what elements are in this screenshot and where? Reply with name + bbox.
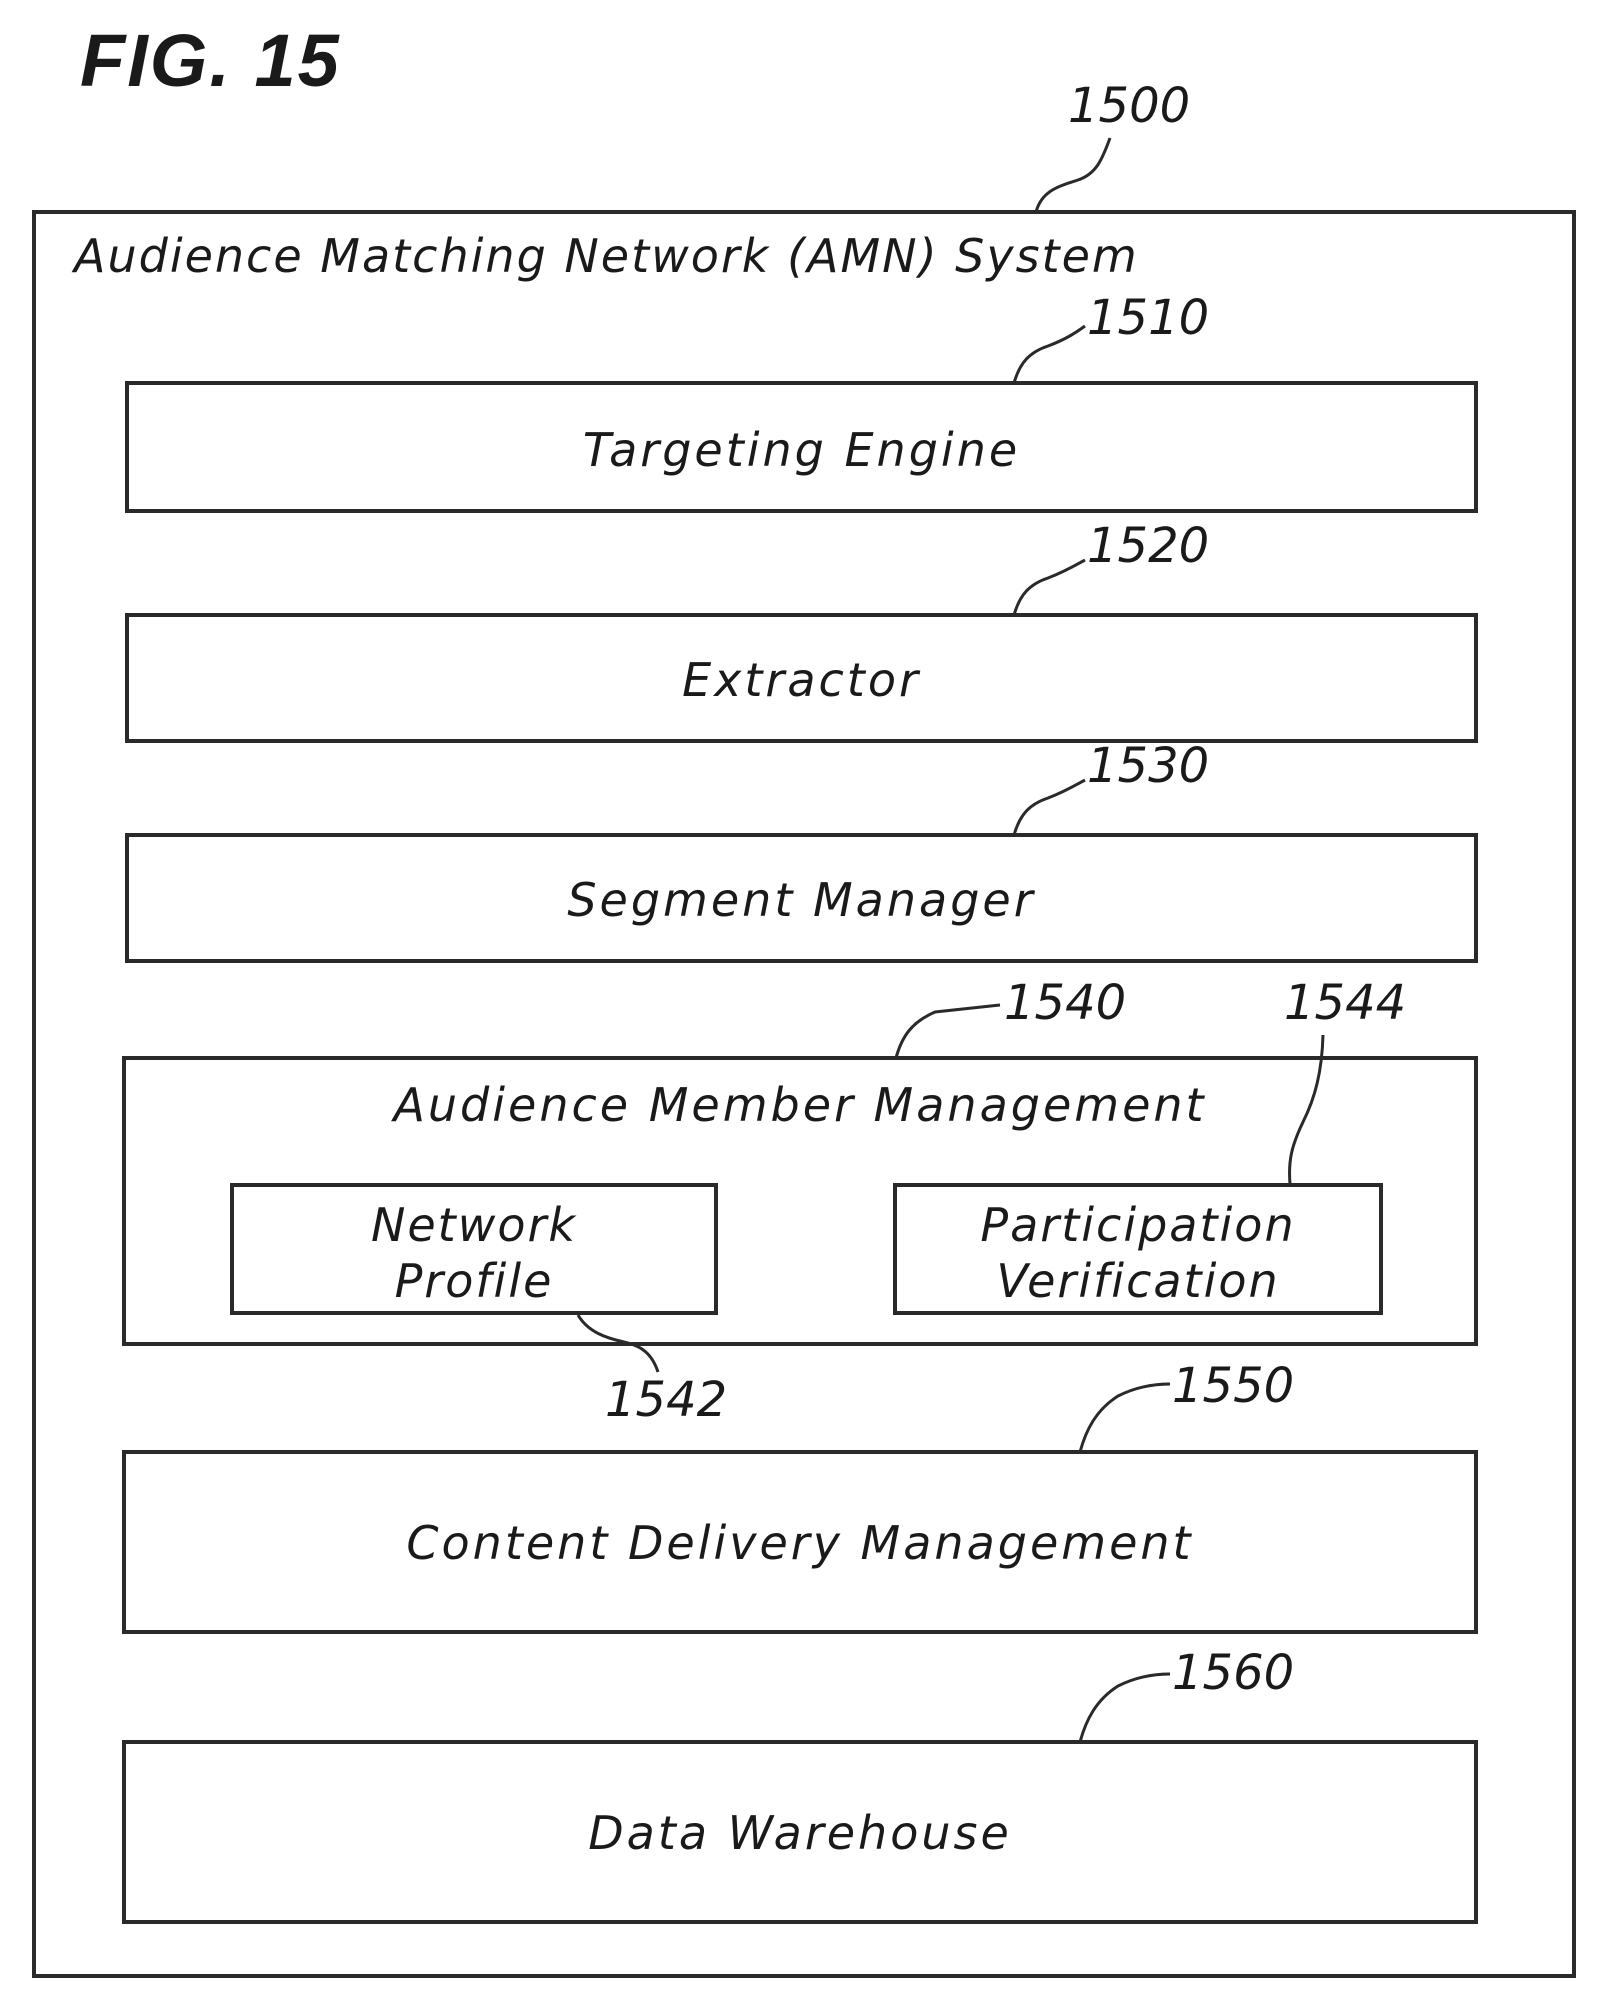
content-delivery-management-box: Content Delivery Management [122, 1450, 1478, 1634]
ref-1510: 1510 [1087, 290, 1209, 346]
segment-manager-box: Segment Manager [125, 833, 1478, 963]
ref-1560: 1560 [1172, 1645, 1294, 1701]
ref-1542: 1542 [605, 1372, 727, 1428]
ref-1530: 1530 [1087, 738, 1209, 794]
extractor-label: Extractor [129, 653, 1474, 707]
participation-verification-box: Participation Verification [893, 1183, 1383, 1315]
network-profile-label-line2: Profile [234, 1253, 714, 1309]
extractor-box: Extractor [125, 613, 1478, 743]
targeting-engine-label: Targeting Engine [129, 423, 1474, 477]
data-warehouse-label: Data Warehouse [126, 1806, 1474, 1860]
network-profile-label-line1: Network [234, 1197, 714, 1253]
targeting-engine-box: Targeting Engine [125, 381, 1478, 513]
ref-1500: 1500 [1068, 78, 1190, 134]
network-profile-box: Network Profile [230, 1183, 718, 1315]
audience-member-management-label: Audience Member Management [126, 1078, 1474, 1132]
ref-1520: 1520 [1087, 518, 1209, 574]
segment-manager-label: Segment Manager [129, 873, 1474, 927]
figure-title: FIG. 15 [80, 18, 341, 103]
ref-1540: 1540 [1004, 975, 1126, 1031]
participation-verification-label-line2: Verification [897, 1253, 1379, 1309]
content-delivery-management-label: Content Delivery Management [126, 1516, 1474, 1570]
ref-1544: 1544 [1284, 975, 1406, 1031]
data-warehouse-box: Data Warehouse [122, 1740, 1478, 1924]
leader-1500 [1036, 138, 1110, 212]
participation-verification-label-line1: Participation [897, 1197, 1379, 1253]
amn-system-title: Audience Matching Network (AMN) System [74, 229, 1139, 283]
ref-1550: 1550 [1172, 1358, 1294, 1414]
